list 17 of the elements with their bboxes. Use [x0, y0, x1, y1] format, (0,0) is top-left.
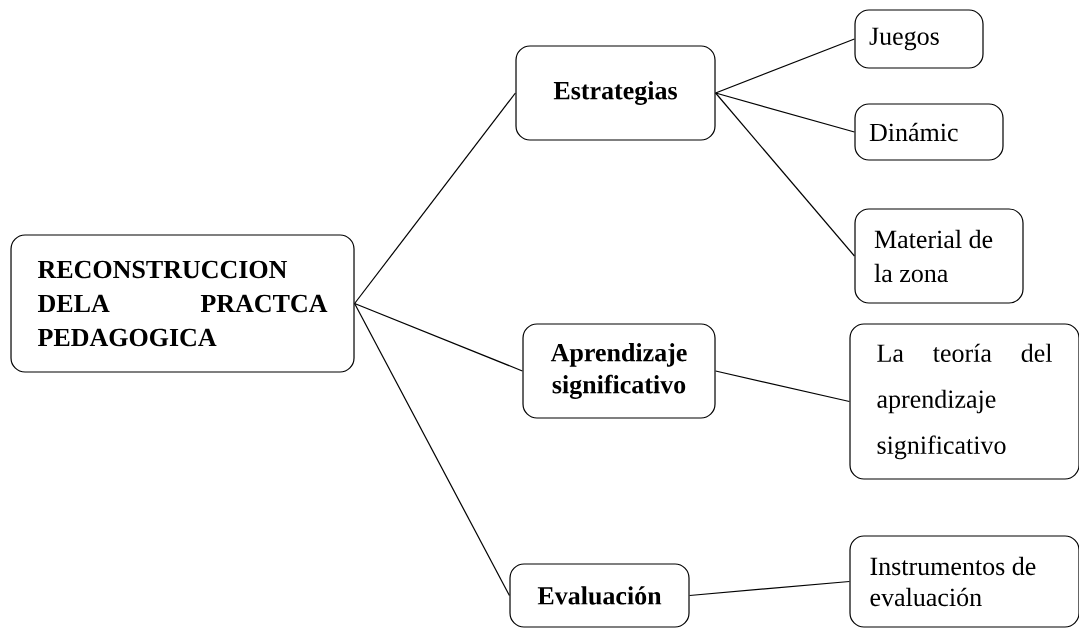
- item-box: Juegos: [854, 9, 984, 69]
- item-box: Material de la zona: [854, 208, 1024, 304]
- connector-line: [354, 92, 516, 305]
- concept-box: RECONSTRUCCION DELA PRACTCA PEDAGOGICA: [10, 234, 355, 373]
- item-box: Dinámic: [854, 103, 1004, 161]
- connector-line: [689, 580, 850, 597]
- category-box: Estrategias: [515, 45, 716, 141]
- connector-line: [354, 302, 510, 597]
- category-box: Aprendizaje significativo: [522, 323, 716, 419]
- connector-line: [715, 92, 855, 133]
- connector-line: [715, 38, 855, 94]
- connector-line: [715, 370, 850, 403]
- connector-line: [354, 302, 523, 372]
- item-box: La teoría del aprendizaje significativo: [849, 323, 1079, 480]
- connector-line: [715, 92, 855, 257]
- category-box: Evaluación: [509, 563, 690, 628]
- item-box: Instrumentos de evaluación: [849, 535, 1079, 628]
